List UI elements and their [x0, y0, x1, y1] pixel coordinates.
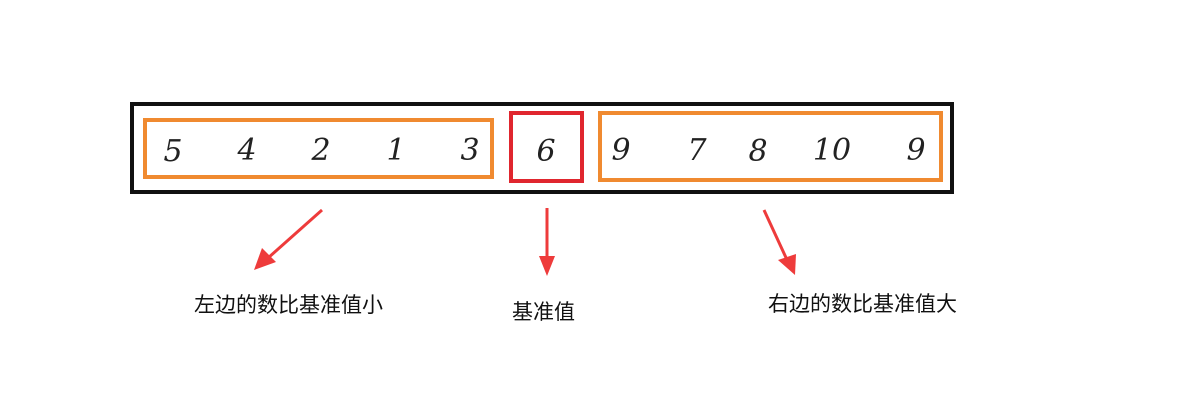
left-number: 5 [163, 134, 183, 169]
left-number: 4 [237, 133, 257, 168]
pivot-box [509, 111, 584, 183]
left-number: 3 [460, 133, 480, 168]
left-arrow-icon [254, 208, 323, 270]
right-label: 右边的数比基准值大 [768, 292, 957, 316]
left-partition-box [143, 118, 494, 179]
right-number: 9 [611, 133, 631, 168]
left-number: 1 [386, 133, 406, 168]
left-number: 2 [311, 133, 331, 168]
right-arrow-icon [762, 209, 796, 275]
left-label: 左边的数比基准值小 [194, 293, 383, 317]
right-number: 9 [906, 133, 926, 168]
pivot-label: 基准值 [512, 300, 575, 324]
right-number: 10 [812, 133, 852, 168]
right-partition-box [598, 111, 943, 182]
pivot-arrow-icon [539, 208, 555, 276]
array-container [130, 102, 954, 194]
right-number: 7 [687, 133, 707, 168]
right-number: 8 [748, 134, 768, 169]
pivot-number: 6 [536, 134, 556, 169]
